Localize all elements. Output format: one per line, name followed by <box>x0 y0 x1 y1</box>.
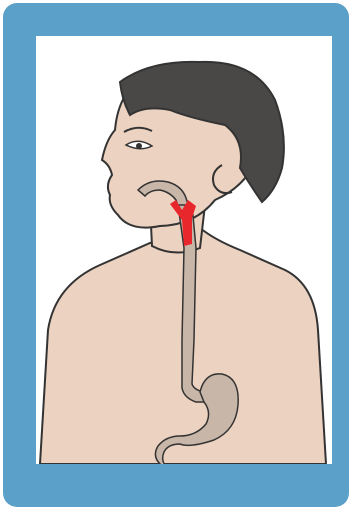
illustration-svg <box>36 36 332 464</box>
pupil <box>136 143 142 149</box>
illustration-panel <box>36 36 332 464</box>
